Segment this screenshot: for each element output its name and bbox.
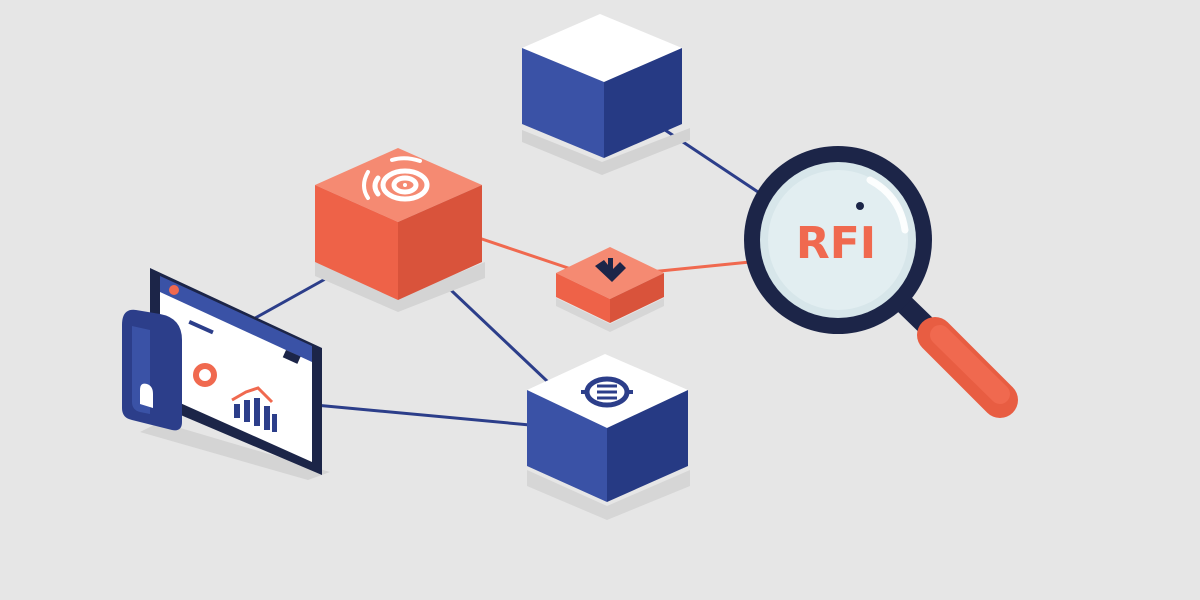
orange-cube-left-face: [315, 185, 398, 300]
target-signal-icon: [362, 156, 430, 202]
screen-menu-line: [188, 320, 214, 335]
link-top-cube-to-magnifier: [648, 118, 772, 202]
tile-right-face: [610, 273, 664, 323]
analytics-chart-icon: [193, 363, 277, 432]
center-orange-cube: [315, 148, 485, 312]
lens-dot: [856, 202, 864, 210]
bar-1: [234, 404, 240, 418]
tile-shadow: [556, 298, 664, 332]
magnifier-handle-highlight: [930, 325, 1010, 404]
screen-shadow: [140, 422, 330, 480]
bar-3: [254, 398, 260, 426]
trend-line-icon: [231, 386, 274, 404]
top-cube-top-face: [522, 14, 682, 82]
magnifier-lens-inner: [768, 170, 908, 310]
phone-home-notch: [140, 383, 153, 408]
gear-chip-icon: [581, 376, 633, 408]
top-cube-left-face: [522, 48, 604, 158]
orange-cube-top-face: [315, 148, 482, 222]
magnifying-glass: RFI: [744, 146, 1018, 418]
link-screen-to-bottom-cube: [313, 403, 532, 427]
phone-body: [122, 309, 182, 431]
top-cube-shadow: [522, 128, 690, 175]
phone-device: [122, 309, 182, 431]
screen-status-block: [282, 350, 301, 364]
small-orange-tile: [556, 247, 664, 332]
bar-4: [264, 406, 270, 430]
bottom-cube-shadow: [527, 470, 690, 520]
link-orange-cube-to-bottom-cube: [433, 273, 550, 384]
dashboard-screen: [122, 268, 330, 480]
bar-5: [272, 414, 277, 432]
bottom-cube-right-face: [607, 390, 688, 502]
orange-cube-right-face: [398, 185, 482, 300]
orange-cube-shadow: [315, 262, 485, 312]
top-blue-cube: [522, 14, 690, 175]
donut-chart-icon: [193, 363, 217, 387]
link-orange-cube-to-tile: [468, 233, 582, 274]
lens-glare: [866, 176, 909, 234]
download-arrow-icon: [595, 258, 626, 282]
screen-header-bar: [160, 276, 312, 362]
link-tile-to-magnifier: [648, 260, 752, 274]
bottom-blue-cube: [527, 354, 690, 520]
rfi-label: RFI: [796, 218, 876, 269]
bottom-cube-left-face: [527, 390, 607, 502]
bar-2: [244, 400, 250, 422]
screen-orange-dot: [169, 285, 179, 295]
top-cube-right-face: [604, 48, 682, 158]
tile-left-face: [556, 273, 610, 323]
